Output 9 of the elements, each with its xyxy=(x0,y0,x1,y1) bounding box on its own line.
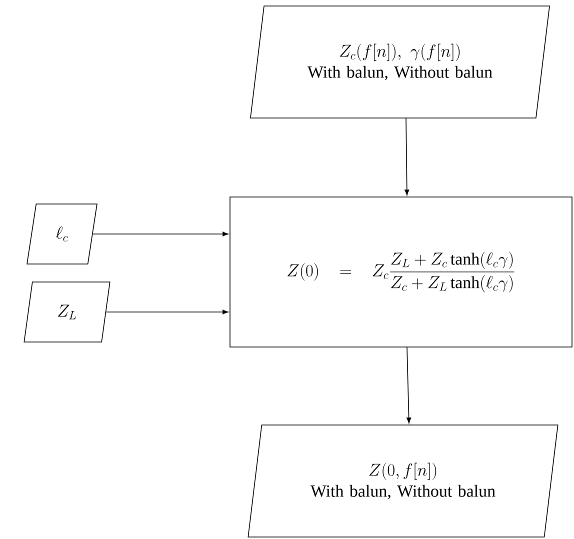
process-box: $Z(0) \;=\; Z_c\dfrac{Z_L + Z_c\tanh(\ell_c\gamma)}{Z_c + Z_L\tanh(\ell_c\gamma)}$ xyxy=(230,196,572,348)
arrow xyxy=(404,118,410,196)
arrow xyxy=(92,232,228,236)
io-parallelogram: $Z(0, f[n])$ With balun, Without balun xyxy=(248,424,558,538)
io-parallelogram: $\ell_c$ xyxy=(26,204,98,264)
io-parallelogram: $Z_c(f[n]),\ \gamma(f[n])$ With balun, Without balun xyxy=(250,6,550,118)
io-parallelogram: $Z_L$ xyxy=(24,282,110,342)
arrow xyxy=(106,310,228,314)
arrow xyxy=(406,347,412,424)
